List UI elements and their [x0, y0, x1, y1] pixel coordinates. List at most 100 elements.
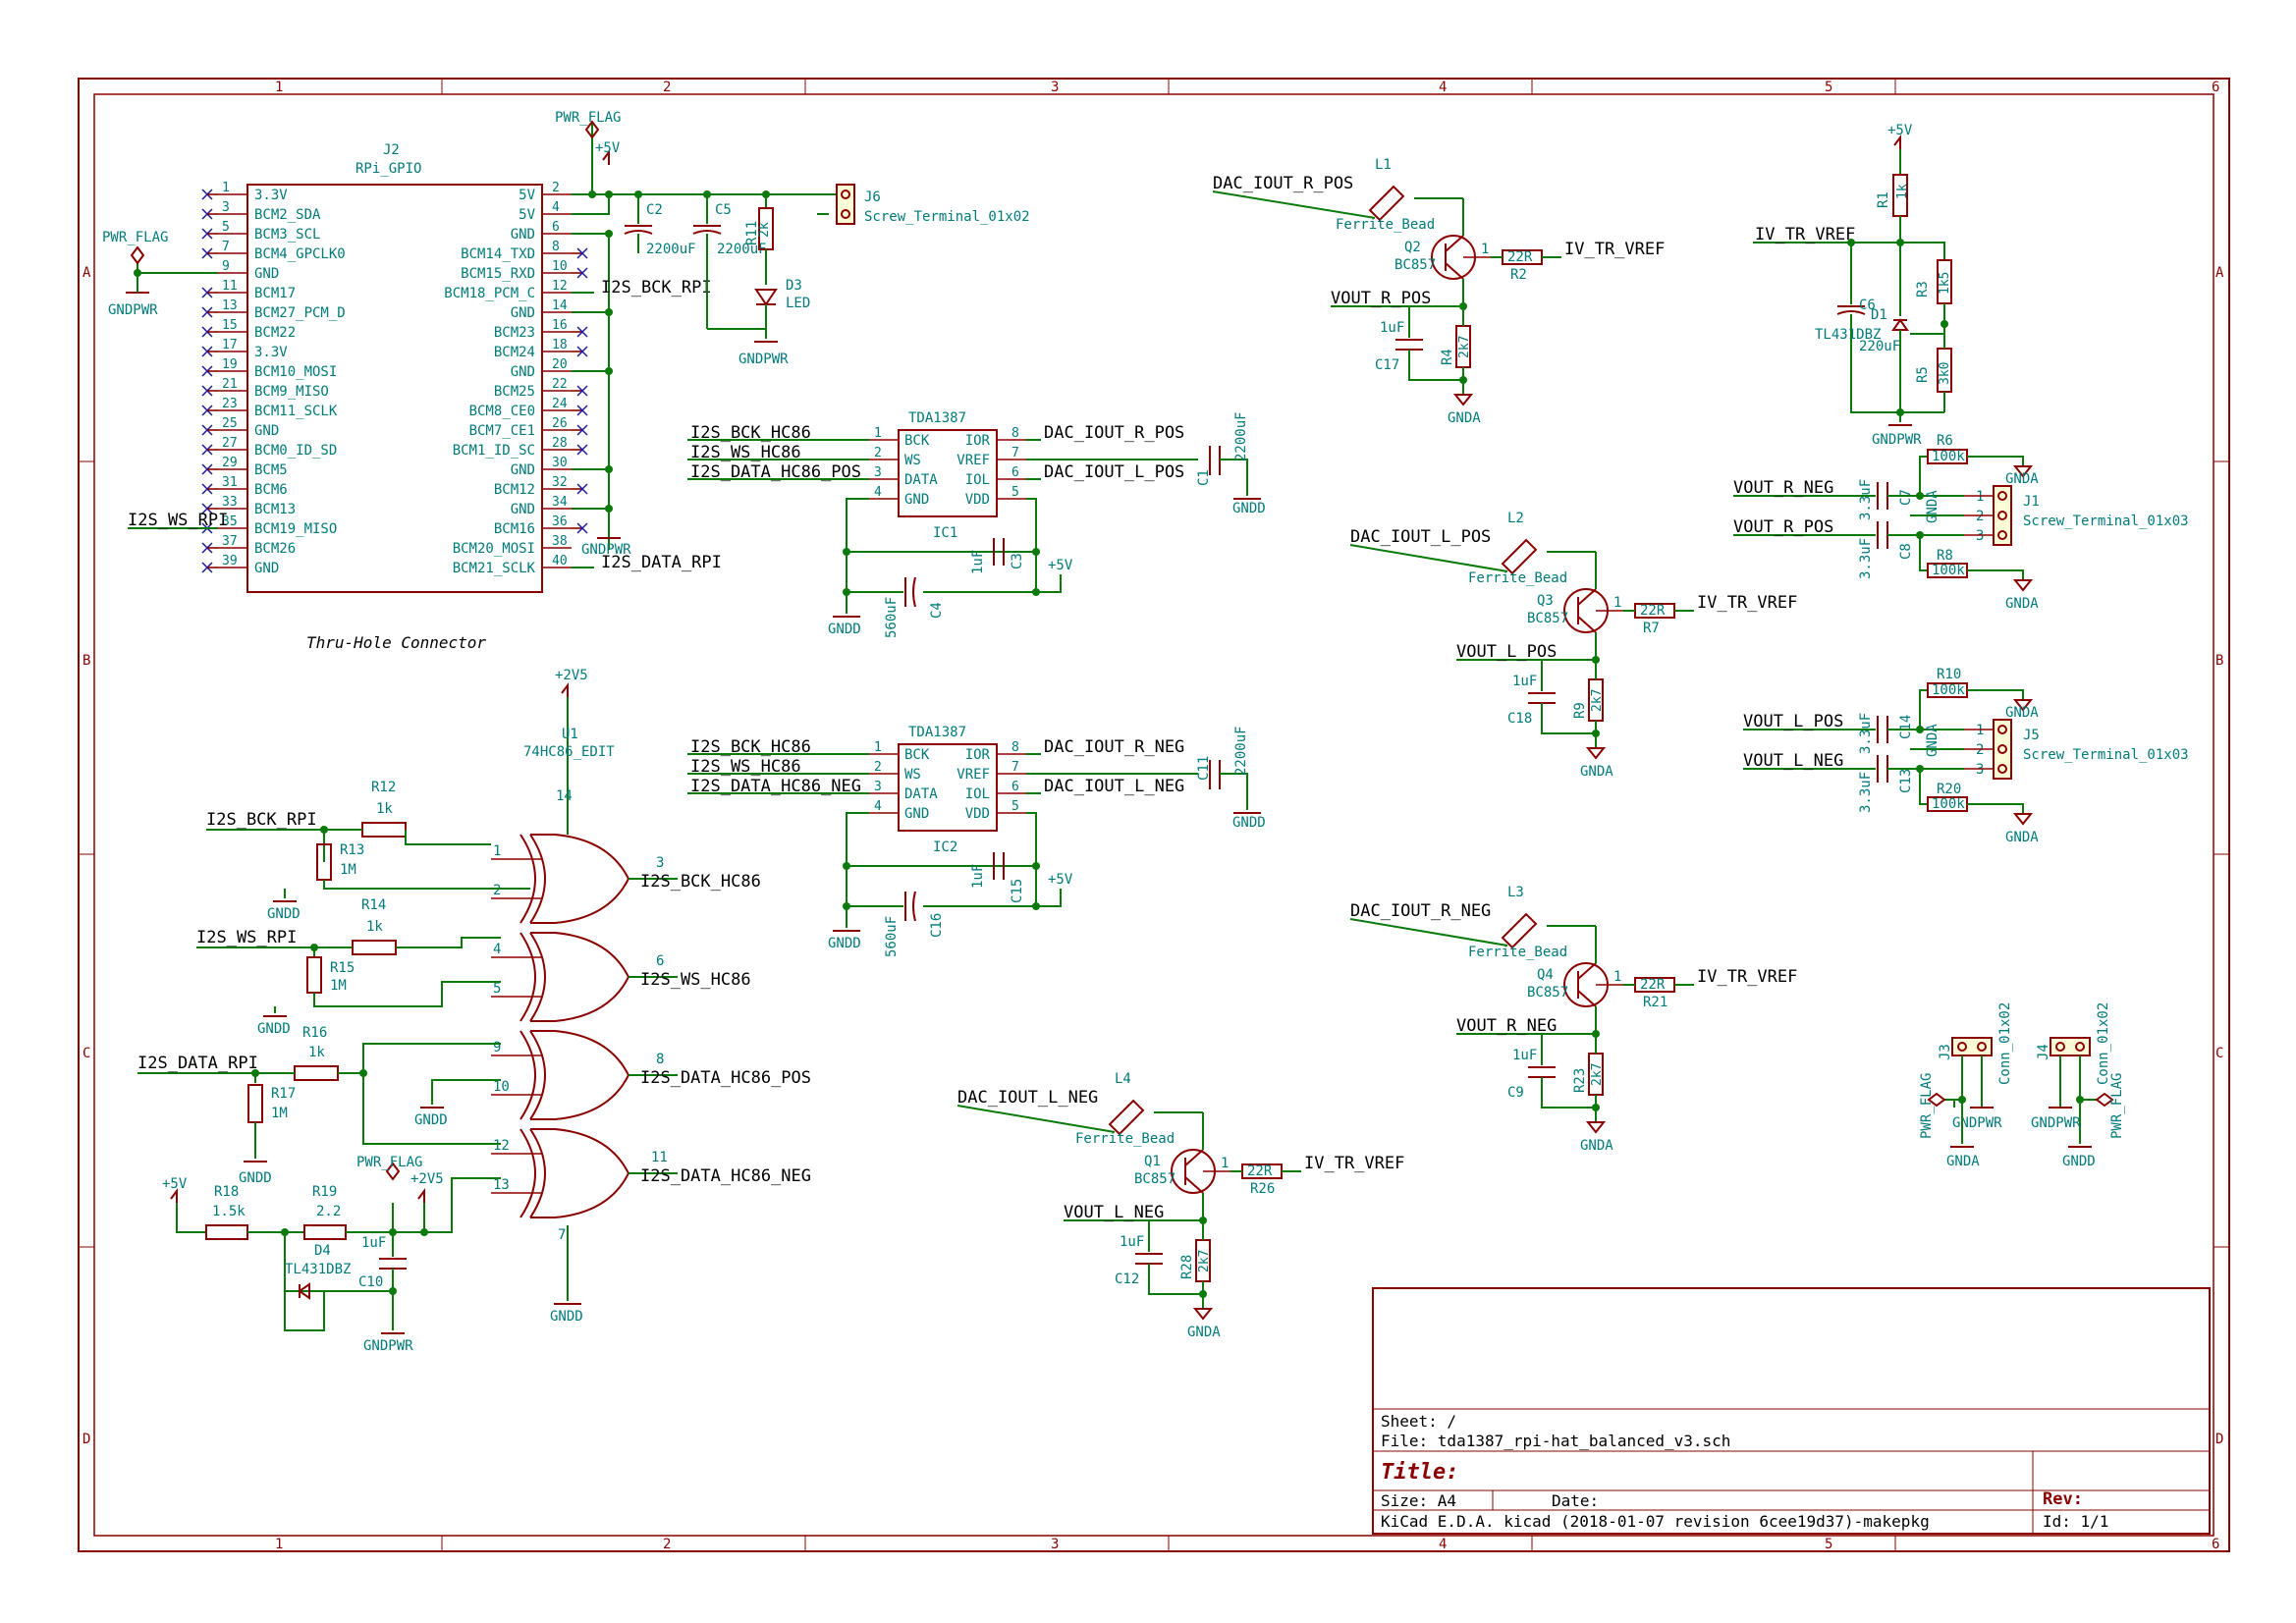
no-connect-icon	[201, 424, 218, 436]
j2-pin-num-2: 2	[552, 181, 560, 195]
d4-gndpwr: GNDPWR	[363, 1338, 413, 1354]
c11-value: 2200uF	[1233, 726, 1249, 776]
j2-pin-name-18: BCM24	[494, 345, 535, 360]
xor-pin-b: 5	[493, 981, 501, 997]
c3-ref: C3	[1010, 553, 1025, 569]
term-pin-2: 2	[1976, 509, 1984, 524]
pnp-transistor-icon: 1	[1431, 235, 1491, 280]
d3-value: LED	[786, 296, 810, 311]
zone-col-2: 2	[663, 80, 671, 95]
rl-ref: R4	[1440, 349, 1455, 365]
c4-value: 560uF	[884, 597, 900, 638]
j2-pin-name-11: BCM17	[254, 286, 296, 301]
no-connect-icon	[201, 287, 218, 298]
term-r2-value: 100k	[1932, 796, 1965, 812]
c10-value: 1uF	[361, 1235, 386, 1251]
j2-pin-name-35: BCM19_MISO	[254, 521, 337, 537]
q-ref: Q2	[1404, 240, 1421, 255]
iv-iout-label: DAC_IOUT_R_NEG	[1350, 901, 1491, 921]
ferrite-bead-icon	[1501, 912, 1538, 949]
iv-vout-label: VOUT_L_POS	[1456, 642, 1557, 662]
rl-value: 2k7	[1197, 1250, 1212, 1272]
l-ref: L1	[1375, 157, 1392, 173]
ic2-pins-pin-name-5: VDD	[965, 806, 990, 822]
j2-pin-name-28: BCM1_ID_SC	[453, 443, 535, 459]
ic1-pins-pin-num-2: 2	[874, 446, 882, 460]
r-value: 22R	[1640, 603, 1666, 619]
term-gnda-bot: GNDA	[2005, 830, 2039, 845]
no-connect-icon	[201, 483, 218, 495]
zone-col-1-bottom: 1	[275, 1537, 283, 1552]
j2-pin-name-8: BCM14_TXD	[461, 246, 535, 262]
j2-pin-name-20: GND	[511, 364, 535, 380]
ic2-pins-pin-num-7: 7	[1011, 760, 1019, 775]
j2-value: RPi_GPIO	[355, 161, 421, 177]
label-i2s-data-rpi-top: I2S_DATA_RPI	[601, 553, 722, 572]
j2-pin-name-19: BCM10_MOSI	[254, 364, 337, 380]
c11-ref: C11	[1196, 756, 1212, 781]
sheet-border	[78, 78, 2230, 1552]
j2-pin-name-9: GND	[254, 266, 279, 282]
label-i2s-data-rpi: I2S_DATA_RPI	[137, 1054, 258, 1073]
ic2-label-iout-l: DAC_IOUT_L_NEG	[1044, 777, 1184, 796]
q-pin-1: 1	[1221, 1156, 1229, 1171]
vref-2v5: +5V R18 1.5k R19 2.2 PWR_FLAG +2V5 D4 TL…	[162, 1155, 453, 1354]
r18-ref: R18	[214, 1184, 239, 1200]
rl-ref: R23	[1572, 1068, 1588, 1093]
ic2-pins-pin-name-7: VREF	[957, 767, 990, 783]
ic2-label-data: I2S_DATA_HC86_NEG	[690, 777, 861, 796]
j2-pin-name-16: BCM23	[494, 325, 535, 341]
pnp-transistor-icon: 1	[1171, 1149, 1230, 1194]
c-value: 1uF	[1512, 674, 1537, 689]
ic2-p5v: +5V	[1048, 872, 1073, 888]
d4-ref: D4	[314, 1243, 331, 1259]
label-i2s-ws-rpi: I2S_WS_RPI	[196, 928, 297, 947]
j2-pin-name-24: BCM8_CE0	[469, 404, 535, 419]
c15-value: 1uF	[970, 864, 986, 889]
j2-pin-name-10: BCM15_RXD	[461, 266, 535, 282]
j2-pin-num-3: 3	[222, 200, 230, 215]
c1-value: 2200uF	[1233, 411, 1249, 461]
term-gnda-side: GNDA	[1925, 490, 1941, 523]
term-r1-ref: R10	[1937, 667, 1961, 682]
r-ref: R26	[1250, 1181, 1275, 1197]
iv-vref-gen: +5V R1 1k IV_TR_VREF C6 220uF D1 TL431DB…	[1753, 123, 1952, 448]
j2-pin-name-32: BCM12	[494, 482, 535, 498]
xor-gate-icon: 910	[491, 1030, 630, 1120]
no-connect-icon	[572, 346, 588, 357]
c-ref: C17	[1375, 357, 1399, 373]
j2-wiring: PWR_FLAG +5V PWR_FLAG GNDPWR GNDPWR I2S_…	[102, 110, 843, 572]
zone-col-5: 5	[1825, 80, 1832, 95]
zone-col-3-bottom: 3	[1051, 1537, 1059, 1552]
l-value: Ferrite_Bead	[1336, 217, 1435, 233]
ic1-ref: IC1	[933, 525, 957, 541]
l-ref: L3	[1507, 885, 1524, 900]
ferrite-bead-icon	[1368, 185, 1405, 222]
r11-ref: R11	[744, 221, 760, 245]
no-connect-icon	[572, 385, 588, 397]
ic2-pins-pin-num-5: 5	[1011, 799, 1019, 814]
ic1-pins-pin-name-8: IOR	[965, 433, 991, 449]
j3-gnda: GNDA	[1946, 1154, 1980, 1169]
r-ref: R2	[1510, 267, 1527, 283]
j3-pwr-flag: PWR_FLAG	[1919, 1073, 1935, 1139]
no-connect-icon	[201, 346, 218, 357]
no-connect-icon	[572, 326, 588, 338]
rl-ref: R9	[1572, 702, 1588, 719]
xor-pin-a: 4	[493, 942, 501, 957]
title-block: Sheet: / File: tda1387_rpi-hat_balanced_…	[1372, 1287, 2211, 1535]
xor-pin-a: 1	[493, 843, 501, 859]
no-connect-icon	[201, 306, 218, 318]
j2-pin-num-17: 17	[222, 338, 238, 352]
ic1-pins-pin-num-7: 7	[1011, 446, 1019, 460]
j2-pin-name-26: BCM7_CE1	[469, 423, 535, 439]
term-c2-value: 3.3uF	[1858, 538, 1874, 579]
u1-p2v5: +2V5	[555, 668, 588, 683]
ic1-gndd: GNDD	[828, 622, 861, 637]
no-connect-icon	[572, 424, 588, 436]
j2-right-pins: 25V45V6GND8BCM14_TXD10BCM15_RXD12BCM18_P…	[444, 181, 588, 576]
tb-title: Title:	[1381, 1460, 1458, 1485]
gndpwr-j2: GNDPWR	[581, 542, 631, 558]
